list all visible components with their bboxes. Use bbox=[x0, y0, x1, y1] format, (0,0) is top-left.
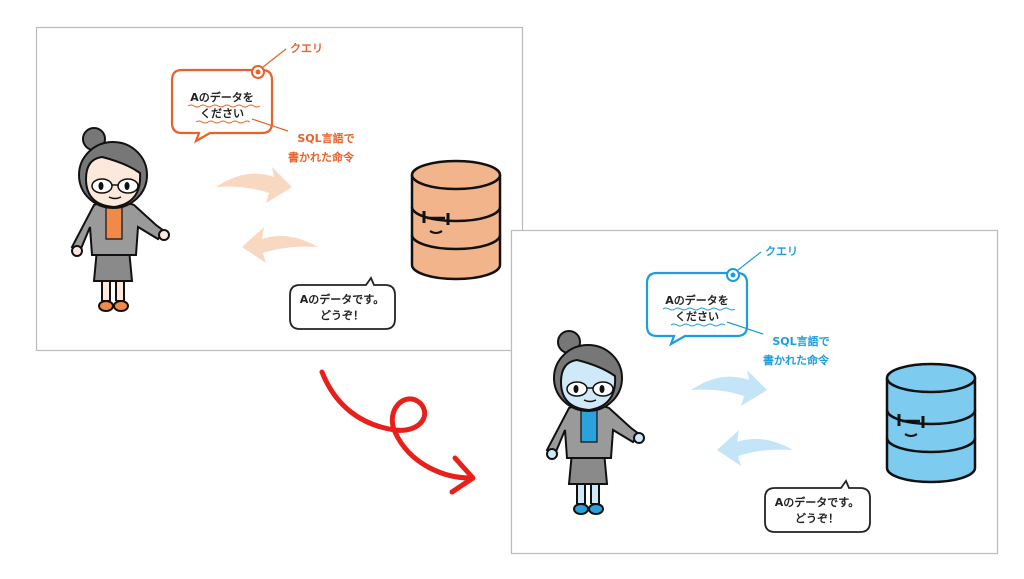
sql-label-line2: 書かれた命令 bbox=[763, 353, 830, 367]
database-icon bbox=[885, 362, 977, 484]
reply-text-line2: どうぞ！ bbox=[795, 512, 839, 525]
query-label: クエリ bbox=[765, 245, 798, 258]
sql-label-line2: 書かれた命令 bbox=[288, 150, 355, 164]
wavy-underline bbox=[662, 307, 736, 311]
request-bubble bbox=[645, 271, 749, 347]
sql-leader-line bbox=[251, 118, 289, 132]
request-text-line1: Aのデータを bbox=[665, 293, 729, 307]
response-arrow bbox=[717, 430, 793, 466]
reply-text-line1: Aのデータです。 bbox=[775, 495, 859, 509]
transition-arrowhead bbox=[449, 455, 476, 495]
request-arrow bbox=[691, 370, 767, 406]
request-text-line2: ください bbox=[675, 310, 719, 323]
sql-label-line1: SQL言語で bbox=[297, 131, 354, 145]
request-text-line2: ください bbox=[200, 107, 244, 120]
reply-bubble bbox=[289, 276, 396, 330]
reply-text-line1: Aのデータです。 bbox=[300, 292, 384, 306]
request-bubble bbox=[170, 68, 274, 144]
sql-leader-line bbox=[726, 321, 764, 335]
wavy-underline bbox=[187, 104, 261, 108]
panel-before: Aのデータを ください クエリ SQL言語で 書かれた命令 Aのデータです。 ど… bbox=[35, 26, 524, 352]
wavy-underline bbox=[195, 120, 251, 124]
query-leader-line bbox=[737, 251, 762, 271]
database-icon bbox=[410, 159, 502, 281]
woman-character bbox=[70, 127, 170, 312]
request-arrow bbox=[216, 167, 292, 203]
reply-bubble bbox=[764, 479, 871, 533]
wavy-underline bbox=[670, 323, 726, 327]
reply-text-line2: どうぞ！ bbox=[320, 309, 364, 322]
woman-character bbox=[545, 330, 645, 515]
query-marker-dot bbox=[730, 272, 736, 278]
sql-label-line1: SQL言語で bbox=[772, 334, 829, 348]
query-marker-dot bbox=[255, 69, 261, 75]
query-label: クエリ bbox=[290, 42, 323, 55]
query-leader-line bbox=[262, 48, 287, 68]
response-arrow bbox=[242, 227, 318, 263]
transition-arrow bbox=[319, 369, 473, 481]
request-text-line1: Aのデータを bbox=[190, 90, 254, 104]
panel-after: Aのデータを ください クエリ SQL言語で 書かれた命令 Aのデータです。 ど… bbox=[510, 229, 999, 555]
